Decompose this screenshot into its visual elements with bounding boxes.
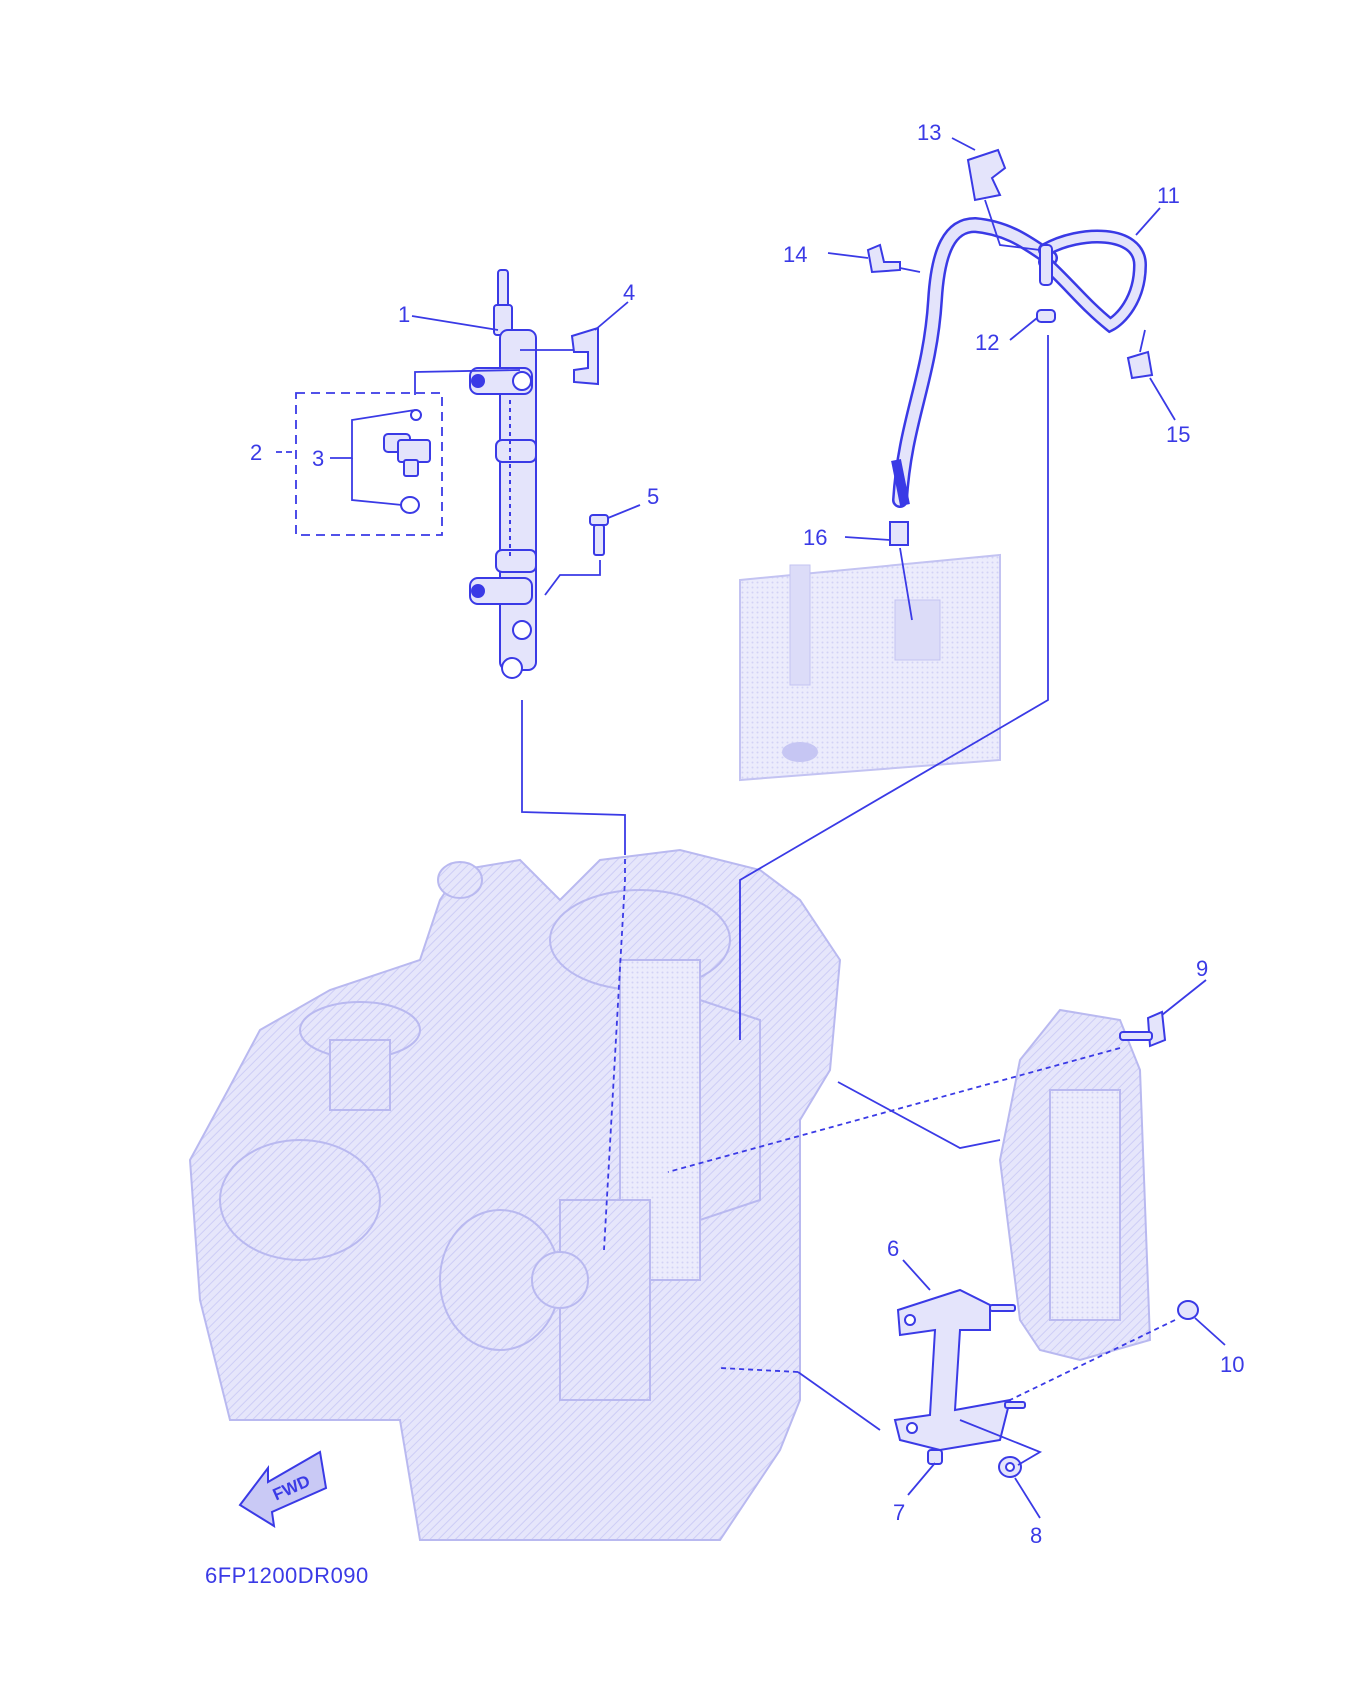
- callout-1: 1: [398, 302, 410, 327]
- drawing-code: 6FP1200DR090: [205, 1563, 369, 1588]
- callout-2: 2: [250, 440, 262, 465]
- callout-3: 3: [312, 446, 324, 471]
- callout-11: 11: [1157, 183, 1180, 208]
- callout-8: 8: [1030, 1523, 1042, 1548]
- fwd-arrow-icon: FWD: [238, 1450, 328, 1528]
- callout-5: 5: [647, 484, 659, 509]
- electrical-box-illustration: [998, 1008, 1152, 1362]
- fuel-rail-clip: [570, 326, 599, 386]
- bolt-9: [1119, 1010, 1167, 1048]
- callout-7: 7: [893, 1500, 905, 1525]
- callout-labels: 1 2 3 4 5 6 7 8 9 10 11 12 13 14 15 16: [250, 120, 1244, 1548]
- callout-14: 14: [783, 242, 807, 267]
- callout-12: 12: [975, 330, 999, 355]
- bolt-5: [589, 514, 609, 556]
- callout-4: 4: [623, 280, 635, 305]
- nut-8: [998, 1456, 1022, 1478]
- callout-15: 15: [1166, 422, 1190, 447]
- callout-10: 10: [1220, 1352, 1244, 1377]
- bracket: [893, 1288, 1026, 1452]
- leader-lines: [276, 137, 1226, 1519]
- nut-10: [1177, 1300, 1199, 1320]
- callout-13: 13: [917, 120, 941, 145]
- engine-block-illustration: [188, 848, 842, 1541]
- callout-6: 6: [887, 1236, 899, 1261]
- bolt-7: [927, 1449, 943, 1465]
- callout-16: 16: [803, 525, 827, 550]
- hose-clips: [866, 148, 1154, 546]
- fuel-injector: [383, 409, 431, 514]
- callout-9: 9: [1196, 956, 1208, 981]
- inset-illustration: [739, 553, 1001, 782]
- fuel-hose: [891, 216, 1148, 508]
- fuel-rail: [469, 269, 537, 679]
